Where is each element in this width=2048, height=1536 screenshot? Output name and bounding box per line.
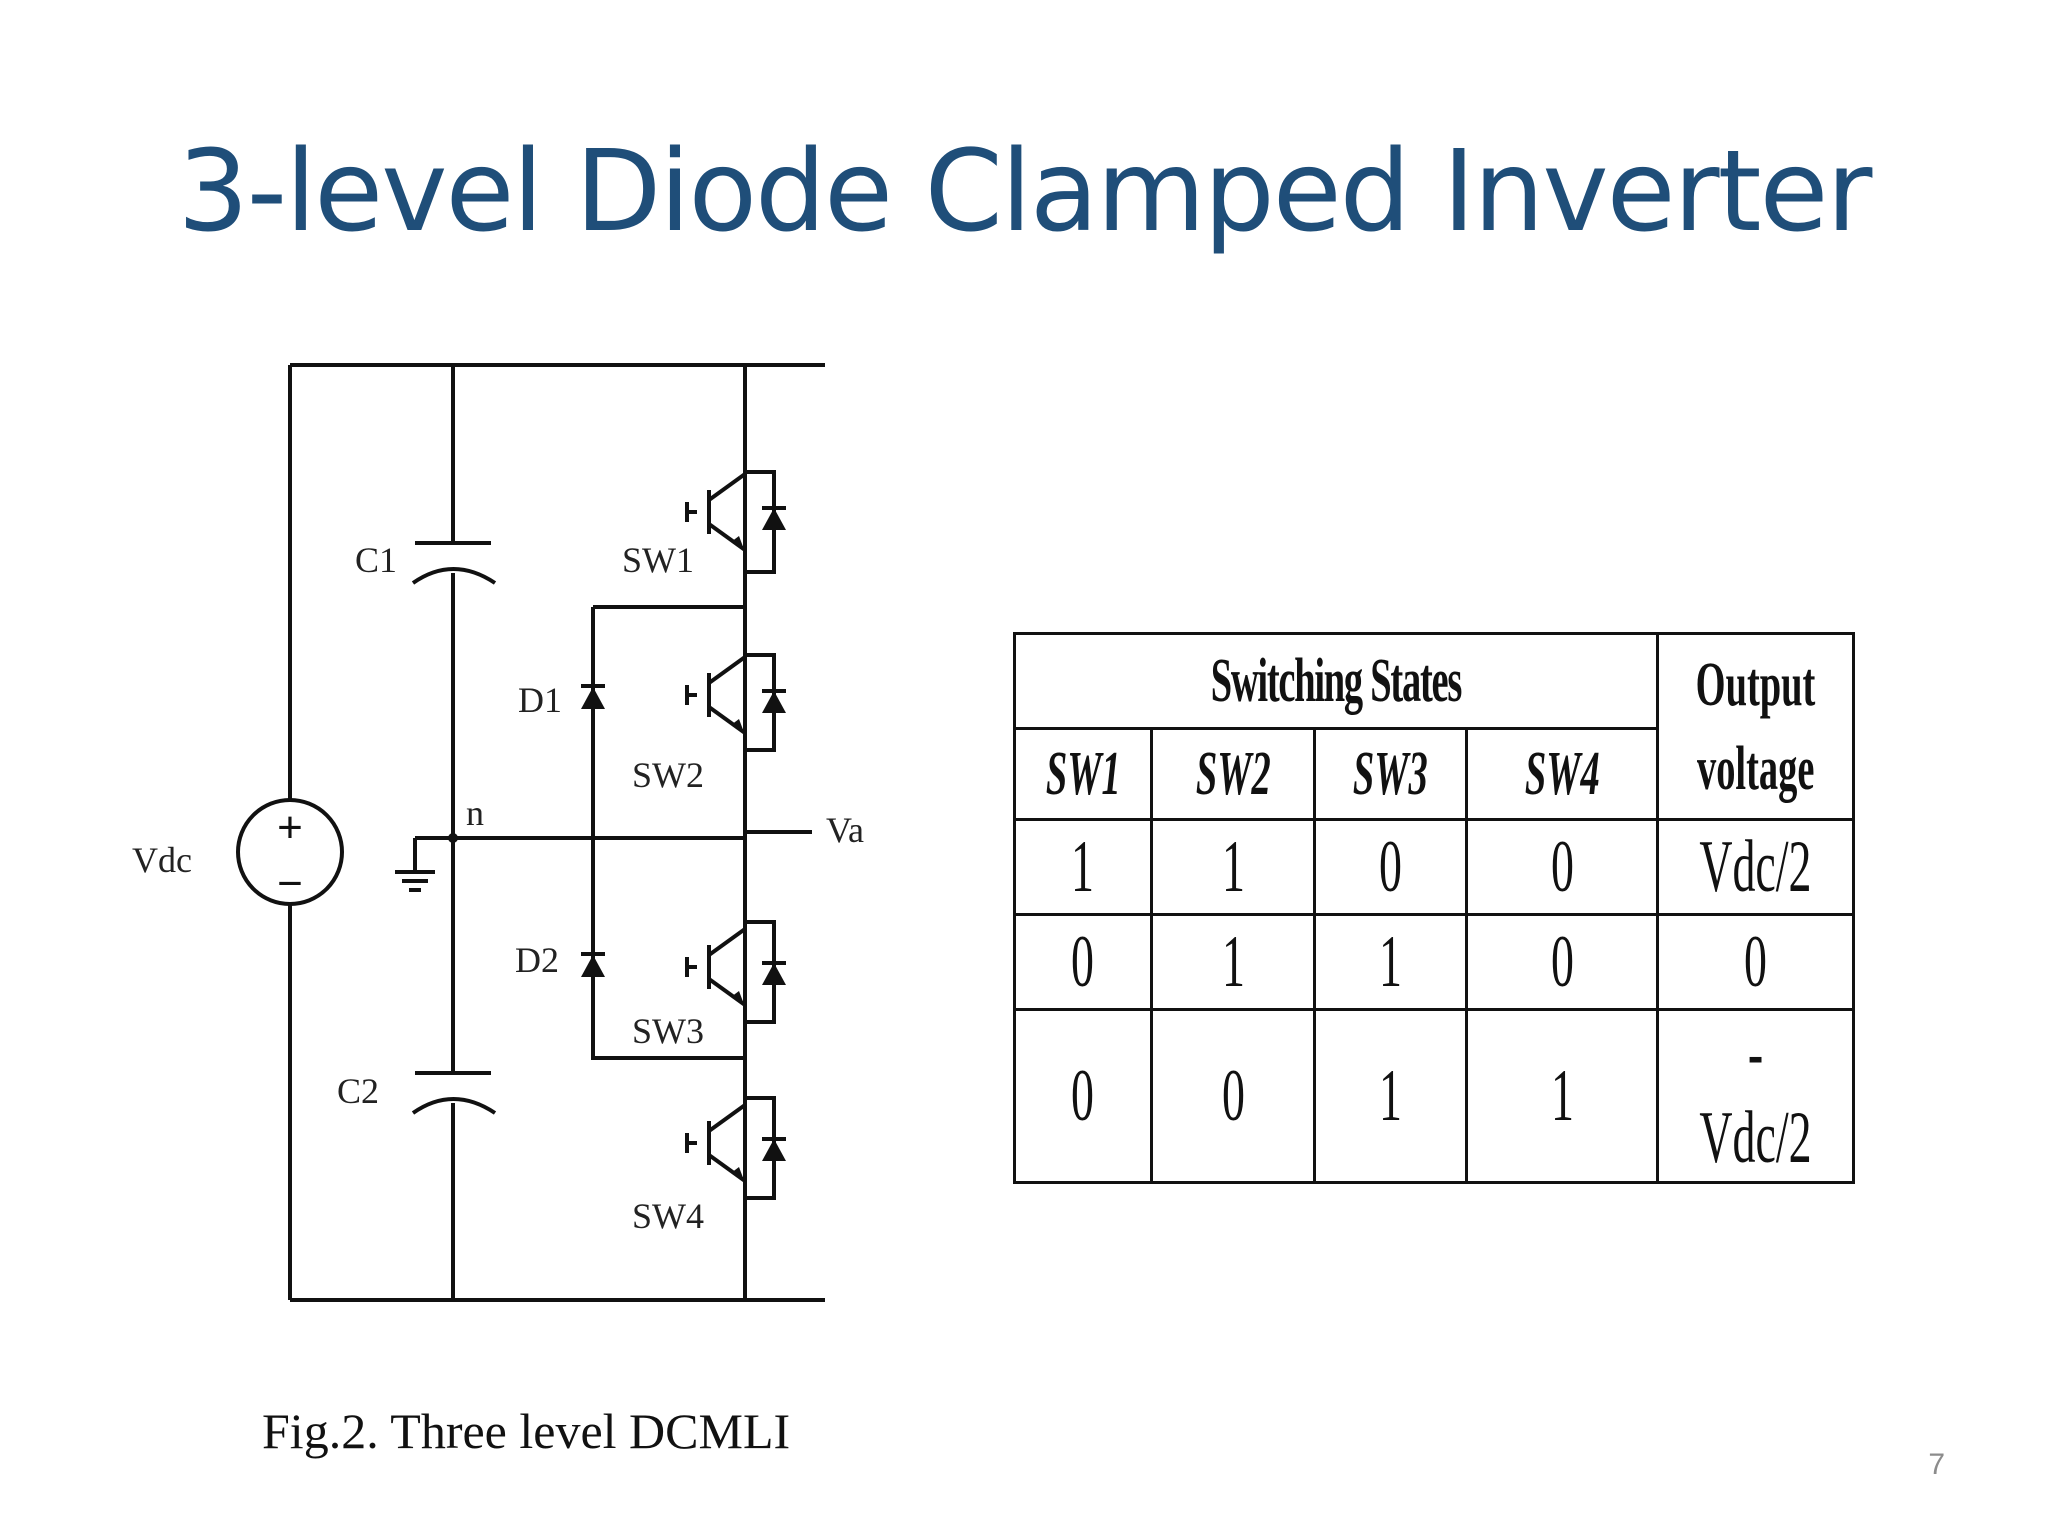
figure-caption: Fig.2. Three level DCMLI <box>262 1403 791 1459</box>
cell-sw1: 0 <box>1013 913 1153 1011</box>
column-header-sw4: SW4 <box>1465 727 1659 821</box>
cell-sw2: 1 <box>1149 818 1317 916</box>
cell-sw3: 1 <box>1313 1008 1469 1184</box>
table-row: 1 1 0 0 Vdc/2 <box>1013 818 1855 916</box>
cell-output: 0 <box>1656 913 1855 1011</box>
diode-d2-icon <box>581 952 605 977</box>
cell-sw1: 1 <box>1013 818 1153 916</box>
label-sw3: SW3 <box>632 1011 704 1051</box>
cell-output: Vdc/2 <box>1656 818 1855 916</box>
igbt-sw1-icon <box>685 470 786 574</box>
igbt-sw4-icon <box>685 1096 786 1200</box>
table-row: 0 0 1 1 -Vdc/2 <box>1013 1008 1855 1184</box>
page-number: 7 <box>1928 1448 1945 1481</box>
cell-sw4: 0 <box>1465 818 1659 916</box>
group-header: Switching States <box>1013 632 1659 730</box>
cell-sw4: 1 <box>1465 1008 1659 1184</box>
label-sw4: SW4 <box>632 1196 704 1236</box>
capacitor-c2 <box>411 1071 497 1115</box>
ground-wire <box>413 836 453 870</box>
label-d2: D2 <box>515 940 559 980</box>
cell-sw4: 0 <box>1465 913 1659 1011</box>
neutral-node <box>448 833 458 843</box>
column-header-sw3: SW3 <box>1313 727 1469 821</box>
label-d1: D1 <box>518 680 562 720</box>
label-va: Va <box>826 810 864 850</box>
label-n: n <box>466 793 484 833</box>
label-sw1: SW1 <box>622 540 694 580</box>
minus-sign: − <box>277 859 303 908</box>
cell-output: -Vdc/2 <box>1656 1008 1855 1184</box>
table-row: 0 1 1 0 0 <box>1013 913 1855 1011</box>
igbt-sw2-icon <box>685 653 786 752</box>
igbt-sw3-icon <box>685 920 786 1024</box>
label-vdc: Vdc <box>132 840 192 880</box>
label-sw2: SW2 <box>632 755 704 795</box>
output-voltage-header: Output voltage <box>1656 632 1855 821</box>
column-header-sw1: SW1 <box>1013 727 1153 821</box>
label-c1: C1 <box>355 540 397 580</box>
label-c2: C2 <box>337 1071 379 1111</box>
cell-sw1: 0 <box>1013 1008 1153 1184</box>
plus-sign: + <box>277 803 303 852</box>
ground-icon <box>395 870 435 892</box>
dc-source-icon: + − <box>236 798 344 908</box>
slide-title: 3-level Diode Clamped Inverter <box>177 127 1873 257</box>
clamp-frame <box>591 605 745 1060</box>
diode-d1-icon <box>581 684 605 709</box>
switching-states-table: Switching States Output voltage SW1 SW2 … <box>1013 632 1855 1184</box>
cell-sw2: 0 <box>1149 1008 1317 1184</box>
cell-sw3: 0 <box>1313 818 1469 916</box>
cell-sw2: 1 <box>1149 913 1317 1011</box>
capacitor-c1 <box>411 541 497 585</box>
cell-sw3: 1 <box>1313 913 1469 1011</box>
column-header-sw2: SW2 <box>1149 727 1317 821</box>
